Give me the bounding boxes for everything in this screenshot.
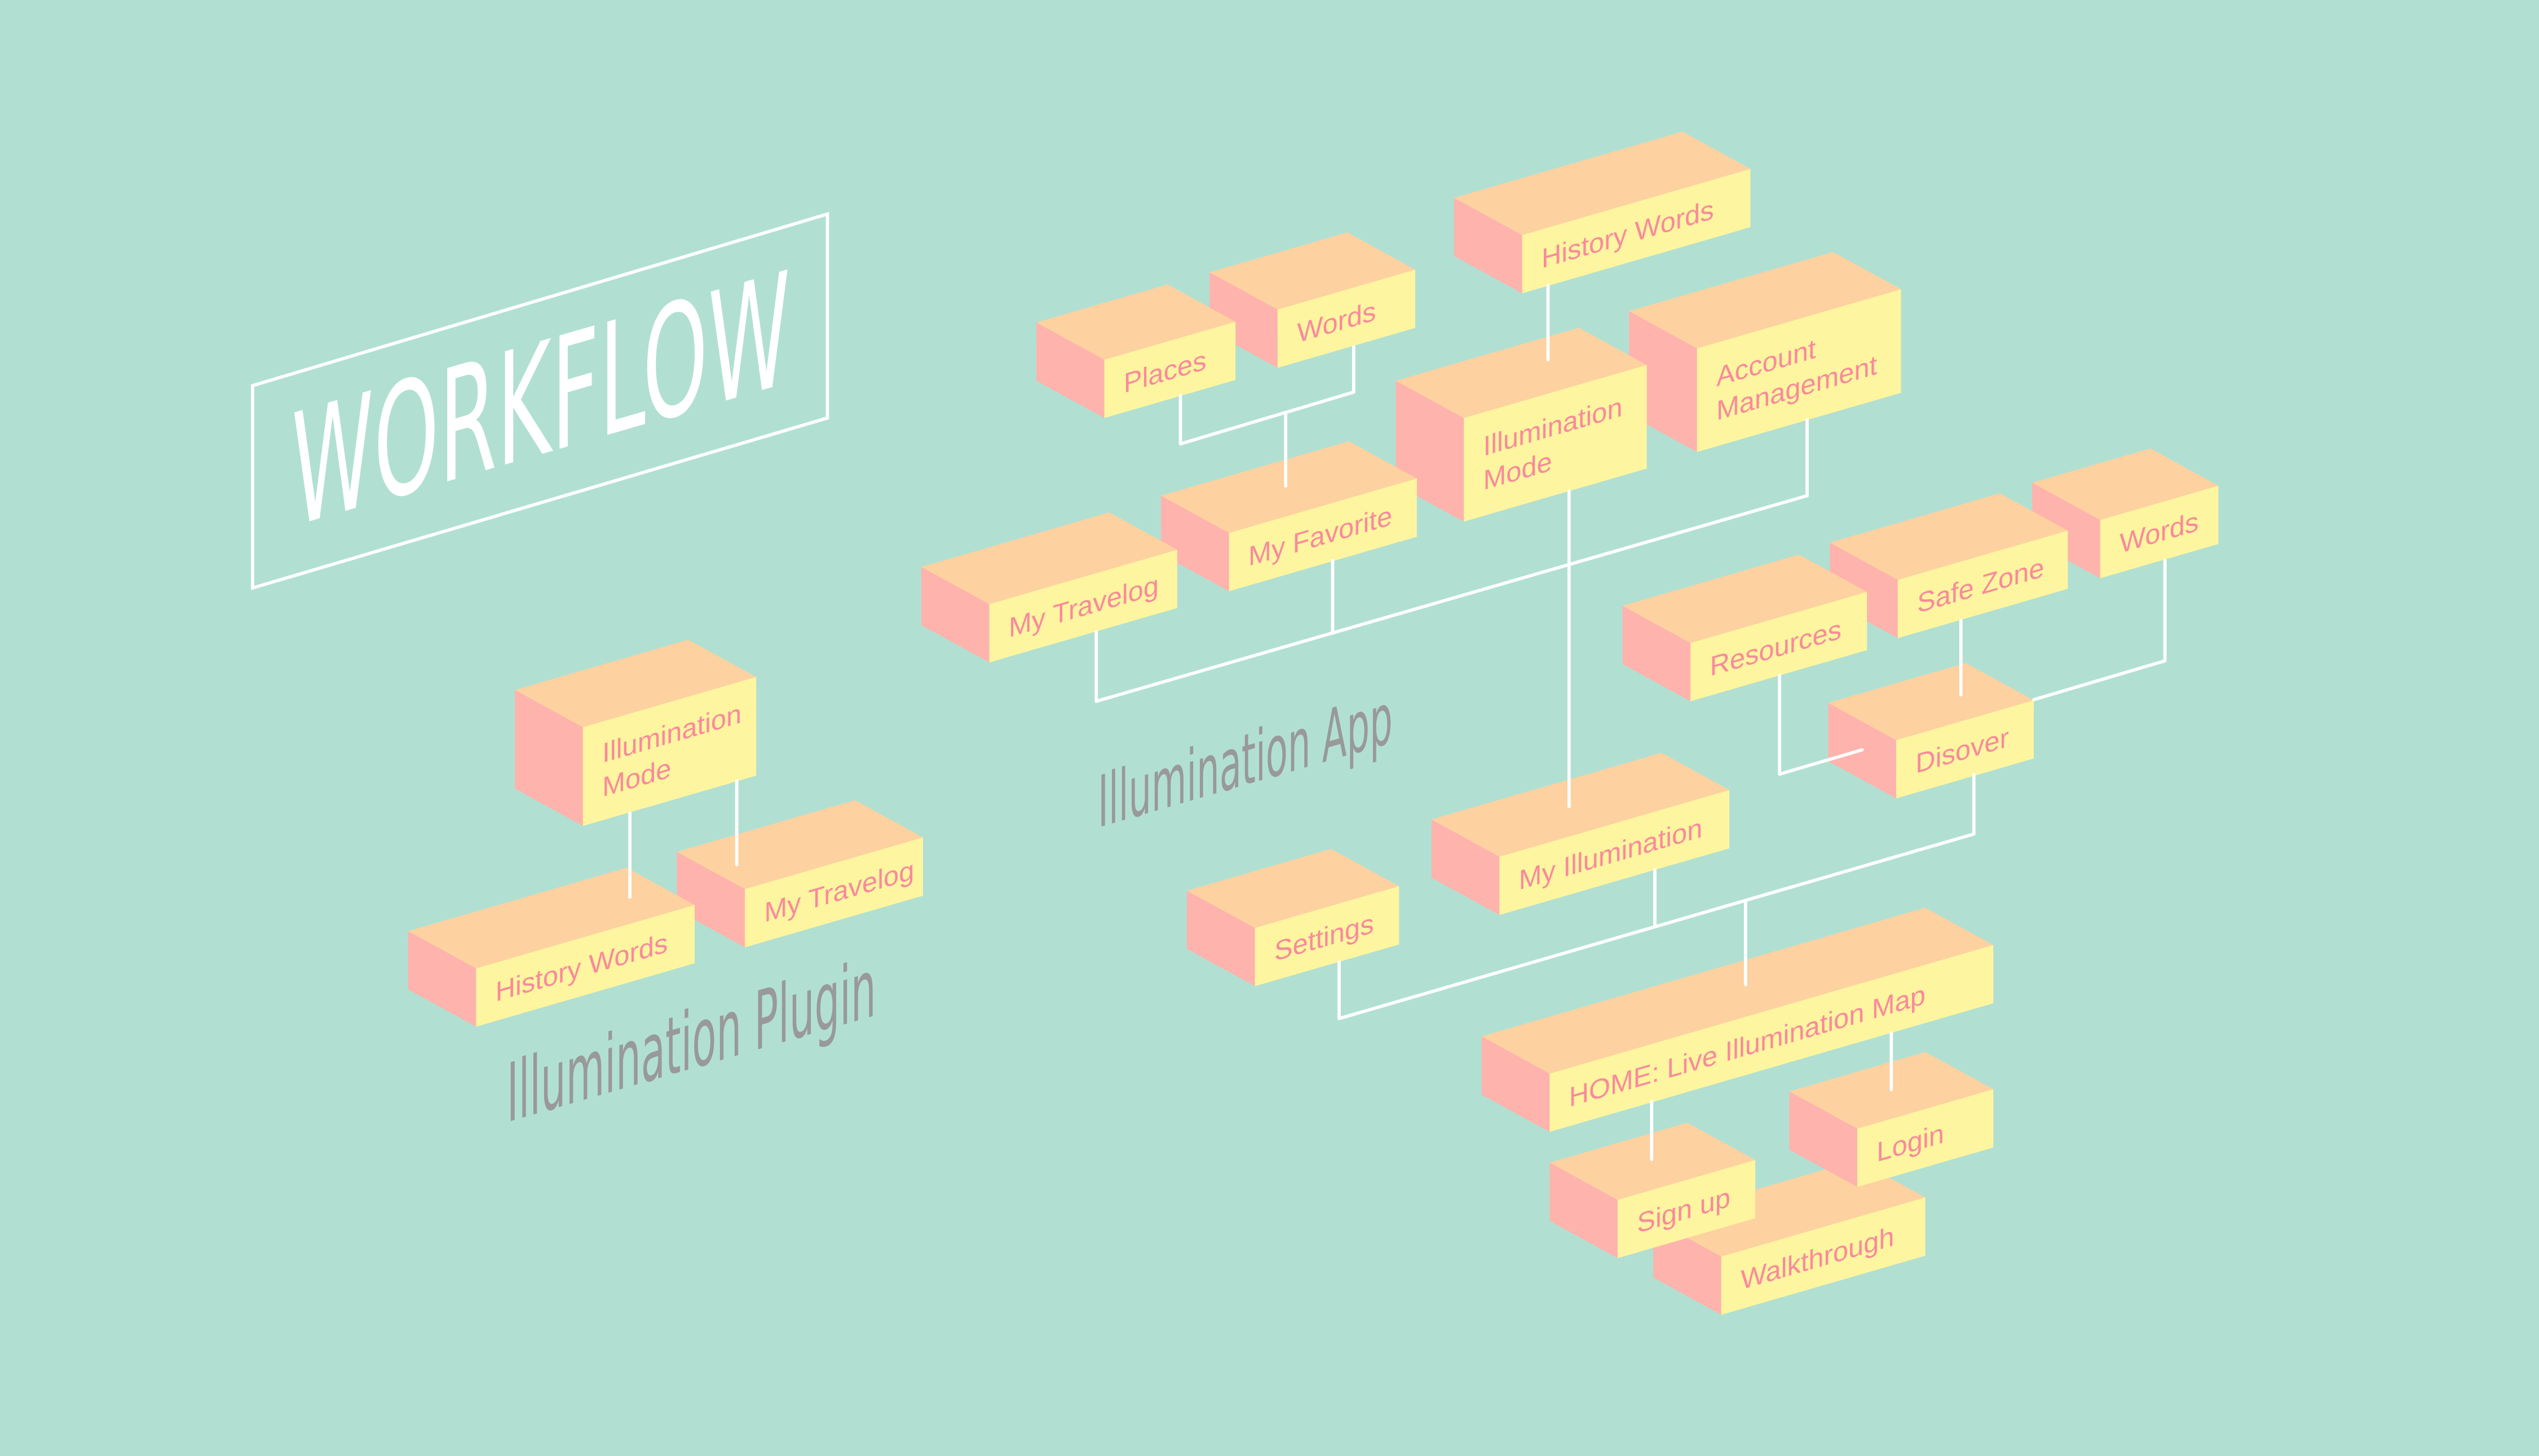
- box-app-disover: Disover: [1828, 663, 2034, 799]
- box-side-face: [1036, 322, 1105, 418]
- box-side-face: [1209, 272, 1278, 368]
- box-side-face: [515, 690, 583, 826]
- box-top-face: [1549, 1122, 1756, 1200]
- box-top-face: [1161, 441, 1417, 533]
- box-plugin-illumination-mode: IlluminationMode: [515, 639, 757, 826]
- connectors-layer: [628, 284, 2167, 1161]
- box-top-face: [1396, 328, 1647, 418]
- connector-account-travelog: [1094, 418, 1809, 703]
- box-front-face: [2100, 485, 2219, 578]
- box-top-face: [515, 639, 757, 728]
- box-top-face: [1629, 252, 1901, 349]
- box-side-face: [1481, 1036, 1550, 1132]
- connector-places-words: [1178, 345, 1355, 446]
- box-front-face: [1229, 478, 1417, 591]
- box-top-face: [1431, 753, 1730, 857]
- box-app-history-words: History Words: [1454, 131, 1751, 294]
- box-front-face: [582, 676, 757, 826]
- box-front-face: [1255, 886, 1399, 986]
- box-front-face: [1277, 269, 1415, 368]
- box-app-illumination-mode: IlluminationMode: [1396, 328, 1647, 522]
- box-app-words-right: Words: [2032, 448, 2219, 578]
- box-side-face: [1653, 1219, 1721, 1315]
- box-top-face: [1622, 554, 1867, 643]
- box-front-face: [1499, 790, 1730, 915]
- box-app-words-top: Words: [1209, 232, 1415, 368]
- box-front-face: [1617, 1160, 1756, 1259]
- box-front-face: [1549, 945, 1994, 1132]
- box-front-face: [1522, 169, 1751, 294]
- box-front-face: [476, 905, 695, 1027]
- box-app-my-travelog: My Travelog: [921, 512, 1177, 663]
- box-side-face: [1161, 495, 1229, 591]
- box-top-face: [1454, 131, 1751, 236]
- box-front-face: [1697, 289, 1901, 452]
- workflow-title-frame: [251, 211, 829, 590]
- connector-words-right: [2032, 559, 2167, 702]
- box-side-face: [408, 931, 476, 1027]
- box-side-face: [921, 567, 990, 663]
- box-front-face: [1857, 1089, 1994, 1187]
- box-side-face: [1549, 1162, 1618, 1259]
- box-front-face: [1464, 365, 1647, 522]
- box-top-face: [1036, 284, 1236, 360]
- box-front-face: [989, 550, 1177, 663]
- box-front-face: [1690, 591, 1867, 702]
- box-front-face: [1896, 700, 2034, 799]
- box-app-resources: Resources: [1622, 554, 1867, 702]
- box-side-face: [1454, 197, 1522, 294]
- box-top-face: [1209, 232, 1415, 310]
- box-top-face: [1481, 908, 1994, 1074]
- box-side-face: [1431, 819, 1500, 915]
- box-app-sign-up: Sign up: [1549, 1122, 1756, 1259]
- box-front-face: [1721, 1197, 1926, 1315]
- box-plugin-history-words: History Words: [408, 868, 695, 1027]
- box-top-face: [921, 512, 1177, 604]
- box-side-face: [1622, 605, 1691, 702]
- box-app-places: Places: [1036, 284, 1236, 418]
- box-front-face: [745, 837, 923, 948]
- box-top-face: [677, 800, 923, 889]
- box-top-face: [1828, 663, 2034, 741]
- box-side-face: [677, 852, 745, 948]
- connector-resources: [1778, 674, 1864, 776]
- box-plugin-my-travelog: My Travelog: [677, 800, 923, 948]
- box-top-face: [1830, 493, 2068, 580]
- box-side-face: [1187, 891, 1255, 986]
- box-top-face: [408, 868, 695, 968]
- box-side-face: [1789, 1091, 1857, 1187]
- box-front-face: [1897, 530, 2068, 639]
- box-front-face: [1104, 321, 1236, 418]
- box-app-safe-zone: Safe Zone: [1830, 493, 2068, 639]
- box-top-face: [1187, 848, 1399, 928]
- box-top-face: [2032, 448, 2219, 520]
